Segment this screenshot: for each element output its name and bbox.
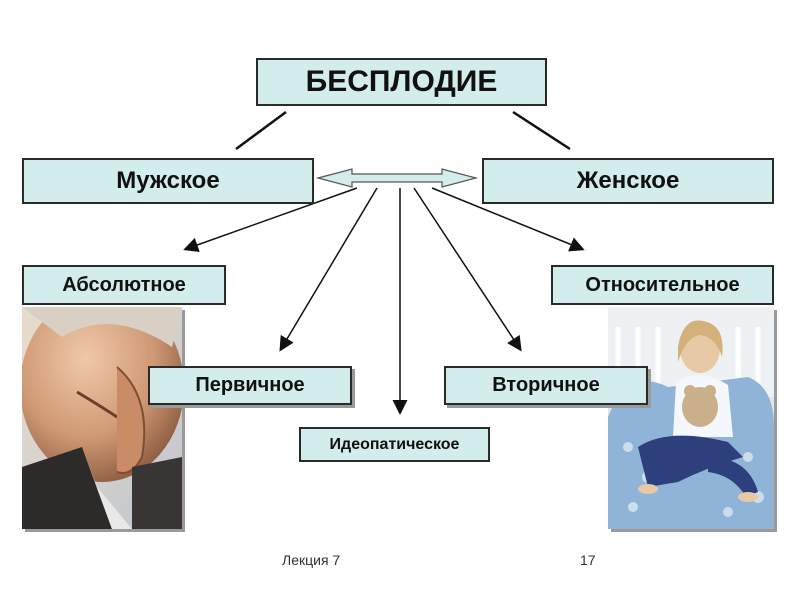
- man-photo-illustration: [22, 307, 182, 529]
- idiopathic-box: Идеопатическое: [299, 427, 490, 462]
- arrow-to-absolute: [183, 187, 358, 253]
- title-text: БЕСПЛОДИЕ: [305, 65, 498, 98]
- man-photo: [22, 307, 182, 529]
- female-box: Женское: [482, 158, 774, 204]
- female-text: Женское: [576, 167, 680, 194]
- arrow-to-relative: [431, 187, 585, 252]
- lecture-footer: Лекция 7: [282, 552, 341, 568]
- double-arrow: [315, 168, 479, 188]
- relative-box: Относительное: [551, 265, 774, 305]
- arrow-to-secondary: [413, 187, 522, 352]
- arrow-to-primary: [279, 187, 378, 352]
- page-number: 17: [580, 552, 596, 568]
- male-text: Мужское: [116, 167, 220, 194]
- absolute-box: Абсолютное: [22, 265, 226, 305]
- woman-photo-illustration: [608, 307, 774, 529]
- absolute-text: Абсолютное: [62, 273, 186, 296]
- idiopathic-text: Идеопатическое: [329, 435, 460, 453]
- relative-text: Относительное: [585, 273, 740, 296]
- primary-box: Первичное: [148, 366, 352, 405]
- title-box: БЕСПЛОДИЕ: [256, 58, 547, 106]
- secondary-text: Вторичное: [492, 374, 600, 396]
- title-left-line: [235, 110, 287, 151]
- primary-text: Первичное: [195, 374, 305, 396]
- woman-photo: [608, 307, 774, 529]
- male-box: Мужское: [22, 158, 314, 204]
- title-right-line: [512, 110, 571, 151]
- secondary-box: Вторичное: [444, 366, 648, 405]
